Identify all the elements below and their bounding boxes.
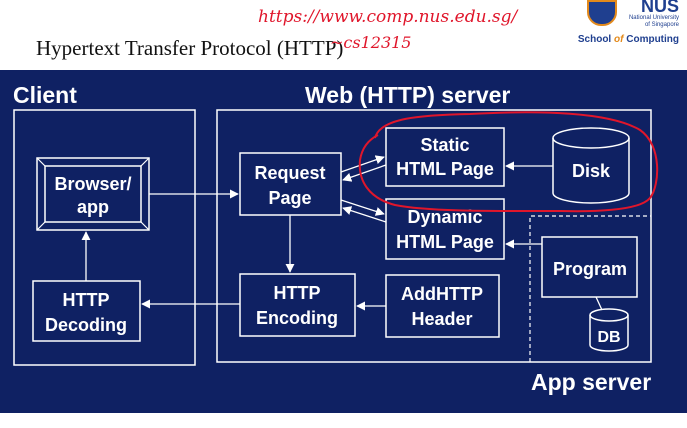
nus-crest-icon bbox=[587, 0, 617, 26]
request-page-node: Request Page bbox=[239, 152, 342, 216]
logo-name: NUS bbox=[640, 0, 679, 16]
disk-node: Disk bbox=[552, 127, 630, 204]
handwritten-annotation: https://www.comp.nus.edu.sg/ ~cs12315 bbox=[258, 7, 520, 52]
client-label: Client bbox=[13, 82, 77, 108]
connectors bbox=[81, 155, 603, 311]
arrow-request-to-dynamic bbox=[340, 199, 385, 216]
logo-subtitle: National University of Singapore bbox=[628, 15, 679, 28]
handwritten-url: https://www.comp.nus.edu.sg/ bbox=[258, 7, 520, 27]
program-node: Program bbox=[541, 236, 638, 298]
arrow-static-to-request bbox=[342, 164, 387, 182]
request-page-label-line2: Page bbox=[268, 188, 311, 208]
add-http-header-label-line1: AddHTTP bbox=[401, 284, 483, 304]
static-html-label-line1: Static bbox=[420, 135, 469, 155]
web-server-label: Web (HTTP) server bbox=[305, 82, 510, 108]
db-label: DB bbox=[597, 329, 620, 346]
add-http-header-node: AddHTTP Header bbox=[385, 274, 500, 338]
program-label: Program bbox=[553, 259, 627, 279]
add-http-header-label-line2: Header bbox=[411, 309, 472, 329]
app-server-boundary bbox=[529, 215, 651, 362]
arrow-request-to-static bbox=[340, 155, 385, 173]
school-of-computing-label: School of Computing bbox=[577, 34, 679, 45]
browser-node: Browser/ app bbox=[36, 157, 150, 231]
web-server-container bbox=[216, 109, 652, 363]
disk-label: Disk bbox=[572, 161, 611, 181]
http-decoding-node: HTTP Decoding bbox=[32, 280, 141, 342]
arrow-dynamic-to-request bbox=[342, 206, 387, 223]
app-server-label: App server bbox=[531, 369, 651, 395]
request-page-label-line1: Request bbox=[254, 163, 325, 183]
handwritten-username: ~cs12315 bbox=[330, 33, 411, 52]
client-container bbox=[13, 109, 196, 366]
static-html-label-line2: HTML Page bbox=[396, 159, 494, 179]
browser-label-line2: app bbox=[77, 197, 109, 217]
dynamic-html-node: Dynamic HTML Page bbox=[385, 198, 505, 260]
diagram-background bbox=[0, 70, 687, 413]
db-node: DB bbox=[589, 308, 629, 352]
http-decoding-label-line2: Decoding bbox=[45, 315, 127, 335]
nus-logo: NUS National University of Singapore Sch… bbox=[569, 0, 679, 45]
browser-label-line1: Browser/ bbox=[54, 174, 131, 194]
http-encoding-label-line1: HTTP bbox=[274, 283, 321, 303]
http-encoding-node: HTTP Encoding bbox=[239, 273, 356, 337]
static-html-node: Static HTML Page bbox=[385, 127, 505, 187]
dynamic-html-label-line1: Dynamic bbox=[407, 207, 482, 227]
bottom-strip bbox=[0, 413, 687, 428]
http-decoding-label-line1: HTTP bbox=[63, 290, 110, 310]
line-program-to-db bbox=[595, 296, 603, 311]
slide-title: Hypertext Transfer Protocol (HTTP) bbox=[36, 36, 344, 60]
dynamic-html-label-line2: HTML Page bbox=[396, 232, 494, 252]
http-encoding-label-line2: Encoding bbox=[256, 308, 338, 328]
red-highlight-circle bbox=[358, 111, 659, 213]
